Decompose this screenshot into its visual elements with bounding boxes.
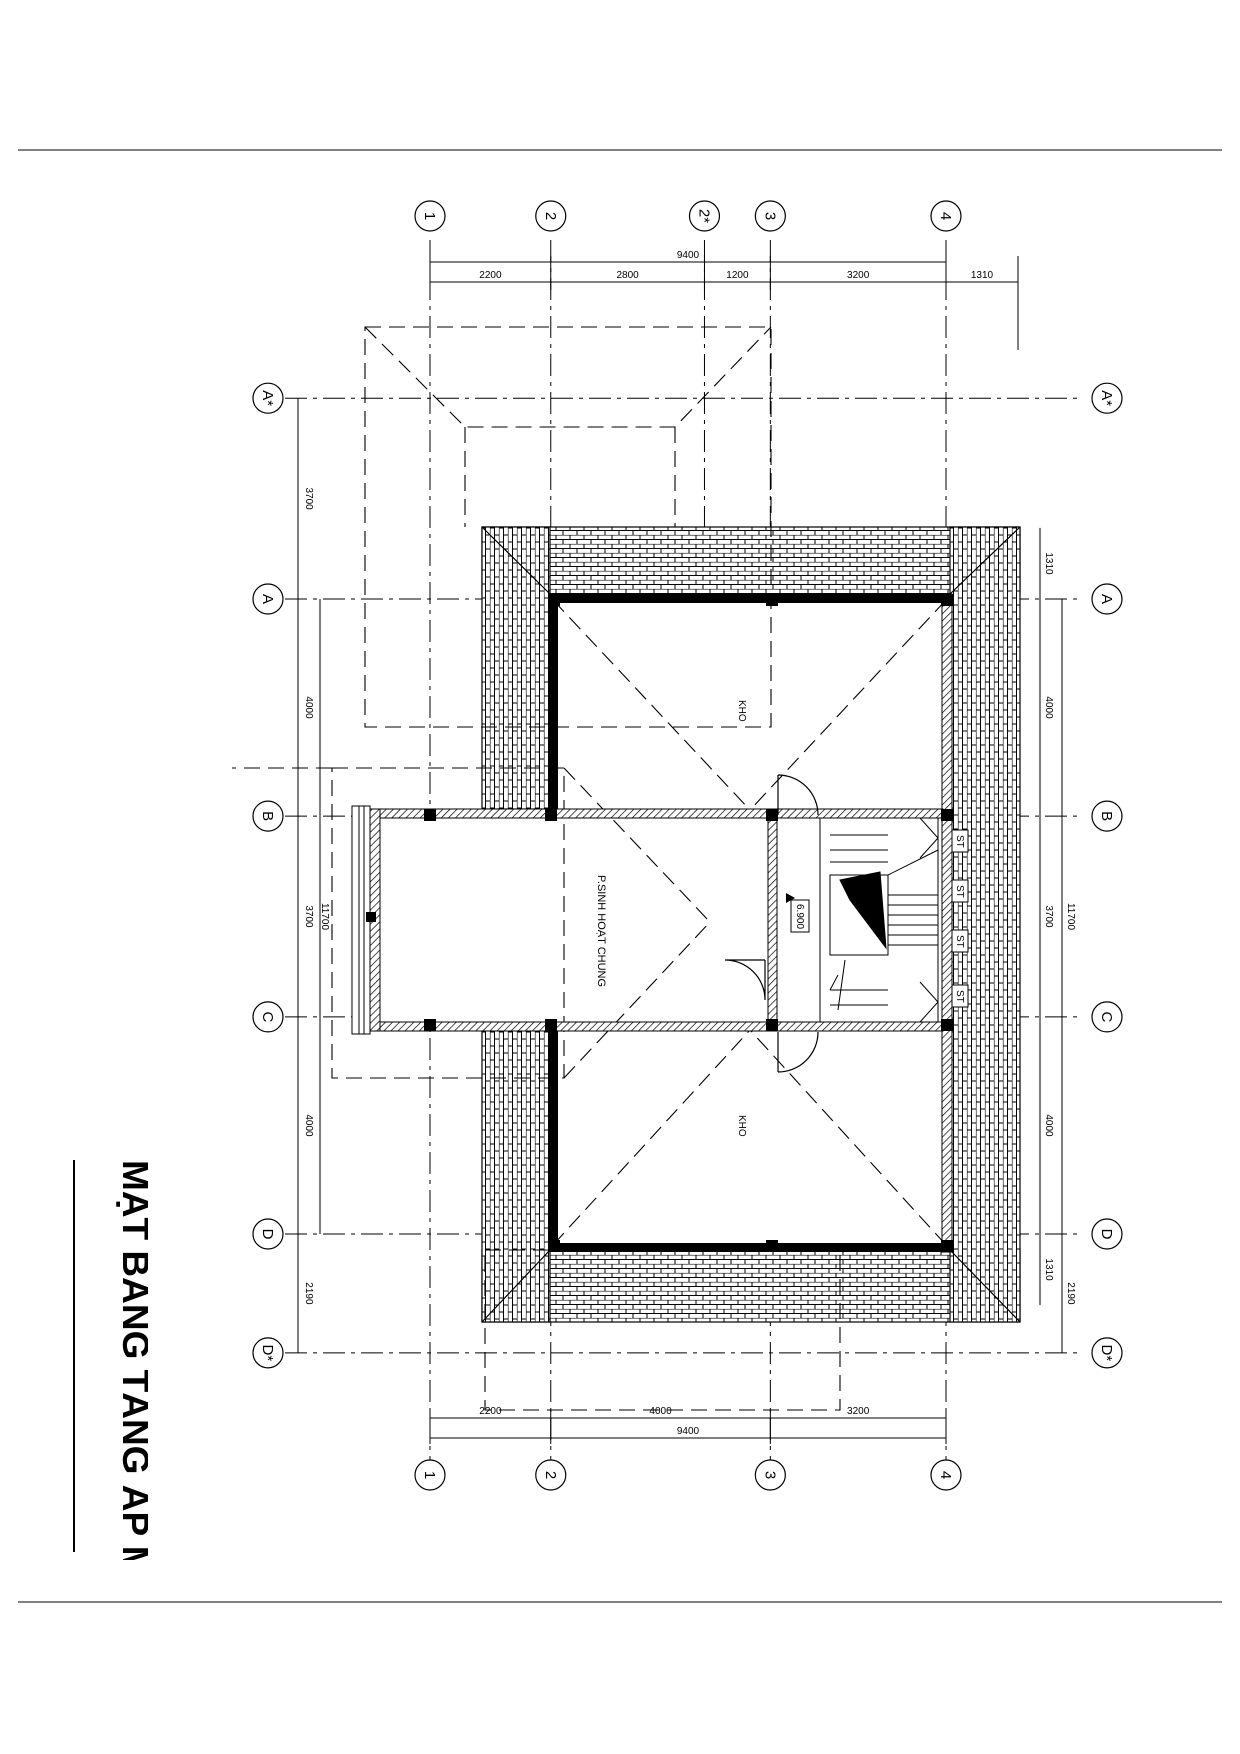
st-tag-label: ST (954, 935, 965, 948)
axis-label-top: 2* (695, 209, 712, 223)
dim-top-segment: 2800 (616, 270, 639, 281)
axis-label-top: 4 (937, 212, 954, 220)
axis-label-bottom: 2 (542, 1471, 559, 1479)
axis-label-side: C (1098, 1011, 1115, 1022)
dim-left-segment: 2190 (303, 1282, 314, 1305)
axis-bubble-top-1: 1 (414, 200, 446, 232)
walls (351, 593, 953, 1253)
tile-top-band (481, 526, 1021, 595)
axis-bubble-bottom-2: 2 (535, 1459, 567, 1491)
axis-bubble-right-A: A (1091, 583, 1123, 615)
tile-left-upper (481, 526, 551, 810)
axis-label-side: A (1098, 594, 1115, 604)
axis-bubble-top-2*: 2* (688, 200, 721, 232)
axis-label-side: A* (259, 390, 276, 406)
columns (424, 594, 953, 1252)
roof-tiles (481, 526, 1021, 1323)
axis-label-top: 1 (421, 212, 438, 220)
drawing-title: MẶT BẰNG TẦNG ÁP MÁI (115, 1160, 148, 1560)
dim-left-segment: 4000 (303, 696, 314, 719)
dim-bottom-segment: 2200 (479, 1406, 502, 1417)
drawing-title-box: MẶT BẰNG TẦNG ÁP MÁI (48, 1160, 156, 1614)
axis-bubble-right-D*: D* (1091, 1337, 1123, 1369)
axis-bubble-right-A*: A* (1091, 382, 1123, 414)
dim-top-segment: 1310 (971, 270, 994, 281)
dim-right-segment: 3700 (1043, 905, 1054, 928)
axis-label-side: C (259, 1011, 276, 1022)
axis-bubble-top-3: 3 (754, 200, 786, 232)
tile-left-lower (481, 1029, 551, 1323)
axis-label-side: A (259, 594, 276, 604)
axis-bubble-right-D: D (1091, 1218, 1123, 1250)
axis-label-side: A* (1098, 390, 1115, 406)
dim-right-segment: 4000 (1043, 696, 1054, 719)
axis-bubble-bottom-1: 1 (414, 1459, 446, 1491)
dim-right-segment: 2190 (1065, 1282, 1076, 1305)
dim-top-total: 9400 (677, 250, 700, 261)
dim-left-segment: 3700 (303, 905, 314, 928)
axis-bubble-left-D: D (252, 1218, 284, 1250)
axis-label-side: D* (1098, 1345, 1115, 1362)
axis-label-side: D (1098, 1229, 1115, 1240)
st-tag: ST (951, 829, 969, 853)
axis-label-side: D (259, 1229, 276, 1240)
axis-label-side: B (259, 811, 276, 821)
axis-label-bottom: 1 (421, 1471, 438, 1479)
st-tag: ST (951, 879, 969, 903)
room-label-storage-bottom: KHO (736, 1115, 747, 1137)
dim-bottom-segment: 4000 (649, 1406, 672, 1417)
dim-left-segment: 4000 (303, 1114, 314, 1137)
axis-bubble-top-4: 4 (930, 200, 962, 232)
axis-label-top: 3 (761, 212, 778, 220)
axis-bubble-left-A*: A* (252, 382, 284, 414)
axis-bubble-bottom-3: 3 (754, 1459, 786, 1491)
st-tag: ST (951, 929, 969, 953)
stair[interactable] (819, 817, 939, 1023)
axis-bubble-top-2: 2 (535, 200, 567, 232)
st-tag-label: ST (954, 835, 965, 848)
st-tag-label: ST (954, 885, 965, 898)
st-tag: ST (951, 984, 969, 1008)
axis-label-side: D* (259, 1345, 276, 1362)
dim-right-segment: 1310 (1043, 552, 1054, 575)
axis-bubble-right-B: B (1091, 800, 1123, 832)
dim-right-total: 11700 (1065, 903, 1076, 931)
axis-label-bottom: 3 (761, 1471, 778, 1479)
axis-label-side: B (1098, 811, 1115, 821)
st-tags: ST ST ST ST (951, 829, 969, 1008)
room-label-storage-top: KHO (736, 700, 747, 722)
axis-bubble-left-A: A (252, 583, 284, 615)
axis-label-top: 2 (542, 212, 559, 220)
tile-bottom-band (481, 1249, 1021, 1323)
dimension-annotations: 9400 2200 2800 1200 3200 1310 2200 4000 3200 9400… (297, 250, 1076, 1444)
axis-bubble-right-C: C (1091, 1001, 1123, 1033)
dim-bottom-total: 9400 (677, 1426, 700, 1437)
st-tag-label: ST (954, 990, 965, 1003)
axis-bubble-bottom-4: 4 (930, 1459, 962, 1491)
axis-label-bottom: 4 (937, 1471, 954, 1479)
dim-left-total: 11700 (319, 903, 330, 931)
level-mark-value: 6.900 (794, 904, 805, 929)
dim-top-segment: 3200 (847, 270, 870, 281)
room-label-living: P.SINH HOẠT CHUNG (595, 875, 607, 987)
axis-bubble-left-D*: D* (252, 1337, 284, 1369)
axis-bubble-left-B: B (252, 800, 284, 832)
dim-top-segment: 1200 (726, 270, 749, 281)
doors (724, 774, 819, 1073)
tile-right-band (949, 526, 1021, 1323)
dim-right-segment: 4000 (1043, 1114, 1054, 1137)
dim-bottom-segment: 3200 (847, 1406, 870, 1417)
upper-roof-outline (232, 326, 947, 1411)
axis-bubble-left-C: C (252, 1001, 284, 1033)
dim-right-segment: 1310 (1043, 1258, 1054, 1281)
level-mark: 6.900 (786, 893, 810, 933)
dim-top-segment: 2200 (479, 270, 502, 281)
dim-left-segment: 3700 (303, 487, 314, 510)
